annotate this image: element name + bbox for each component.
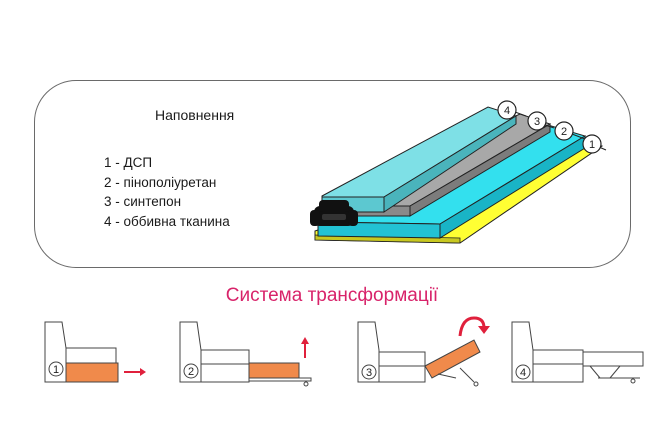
marker-4-icon (497, 100, 517, 120)
svg-text:2: 2 (188, 366, 194, 378)
step-3-diagram: 3 (357, 316, 490, 387)
svg-text:4: 4 (504, 105, 510, 117)
legend-item-4: 4 - оббивна тканина (104, 213, 230, 229)
legend-item-2: 2 - пінополіуретан (104, 174, 217, 190)
arrow-right-icon (124, 368, 146, 376)
step-1-diagram: 1 (44, 321, 146, 383)
svg-text:4: 4 (520, 367, 526, 379)
legend-item-3: 3 - синтепон (104, 194, 182, 209)
step-2-seat (248, 362, 300, 379)
svg-text:3: 3 (534, 116, 540, 128)
marker-1-icon (582, 134, 602, 154)
step-2-diagram: 2 (179, 321, 312, 387)
arrow-up-icon (301, 337, 309, 358)
step-4-diagram: 4 (511, 321, 644, 384)
marker-3-icon (527, 111, 547, 131)
curved-arrow-icon (458, 316, 490, 337)
layer-legend: 1 - ДСП 2 - пінополіуретан 3 - синтепон … (104, 153, 230, 231)
step-1-seat (65, 362, 119, 383)
svg-text:2: 2 (561, 126, 567, 138)
svg-text:3: 3 (366, 367, 372, 379)
step-3-seat (424, 339, 481, 379)
transformation-title: Система трансформації (225, 285, 439, 306)
armchair-icon (310, 200, 358, 226)
marker-2-icon (554, 121, 574, 141)
filling-panel (34, 80, 631, 268)
legend-item-1: 1 - ДСП (104, 155, 153, 170)
svg-text:1: 1 (53, 364, 59, 376)
filling-title: Наповнення (155, 107, 235, 123)
svg-text:1: 1 (589, 139, 595, 151)
